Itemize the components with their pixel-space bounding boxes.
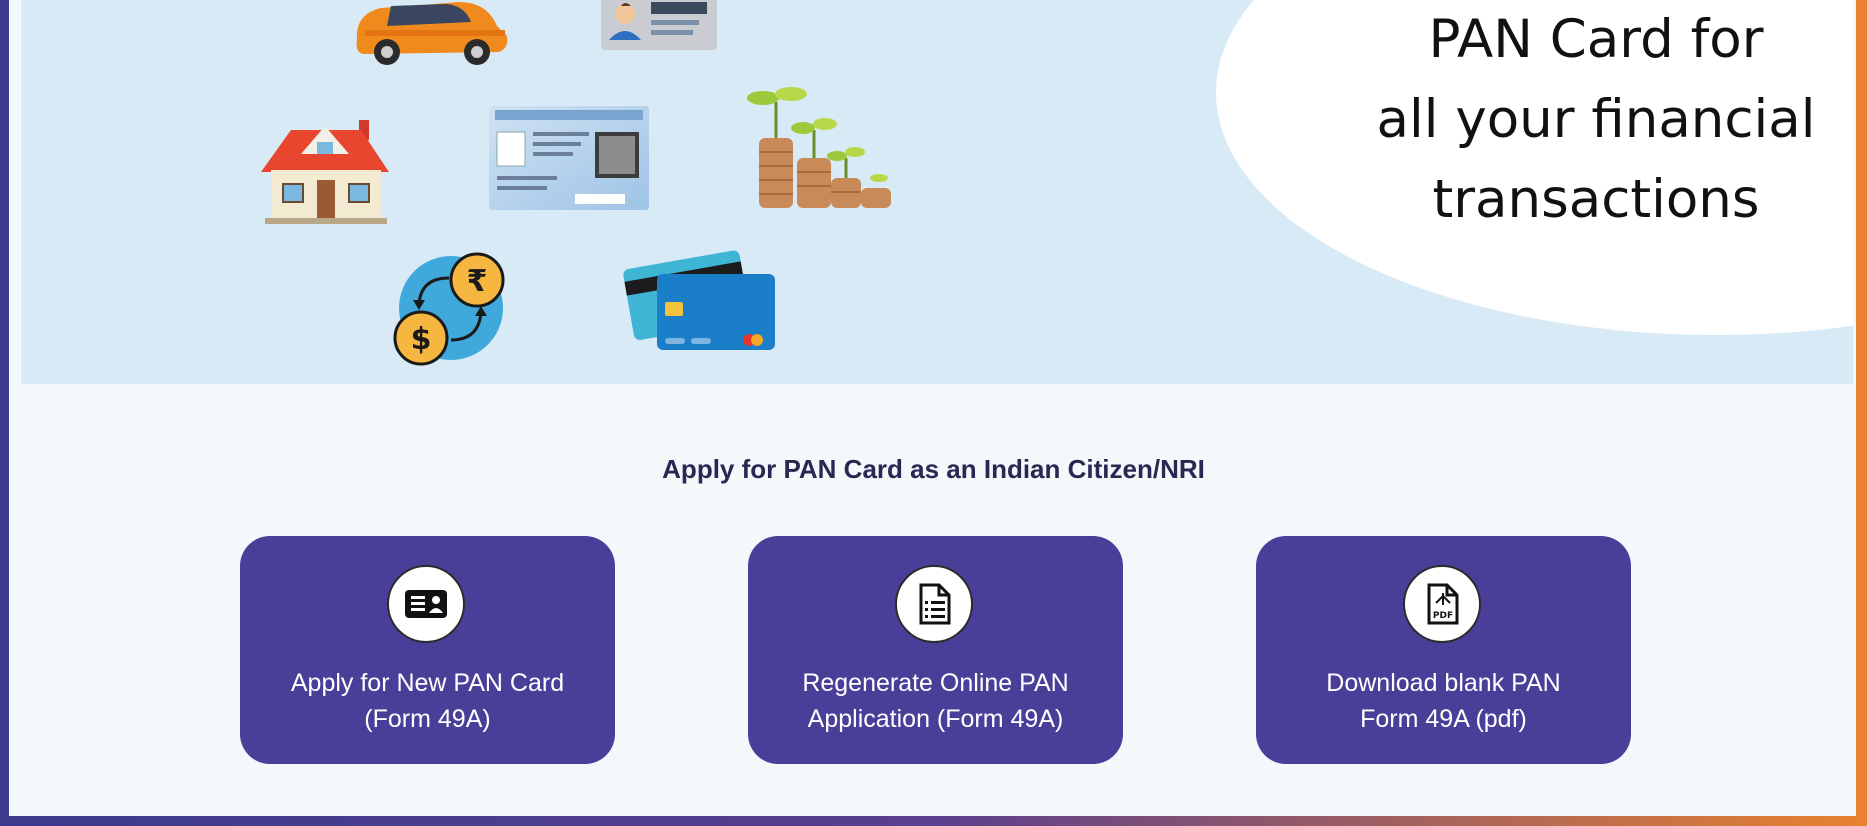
hero-heading: PAN Card for all your financial transact… bbox=[1261, 0, 1853, 240]
credit-cards-icon bbox=[623, 250, 775, 350]
regenerate-pan-label: Regenerate Online PAN Application (Form … bbox=[758, 665, 1113, 737]
regenerate-pan-button[interactable]: Regenerate Online PAN Application (Form … bbox=[748, 536, 1123, 764]
download-blank-pan-button[interactable]: PDF Download blank PAN Form 49A (pdf) bbox=[1256, 536, 1631, 764]
car-icon bbox=[356, 2, 508, 65]
hero-line-3: transactions bbox=[1432, 169, 1760, 230]
document-icon-badge bbox=[895, 565, 973, 643]
regenerate-pan-line-2: Application (Form 49A) bbox=[807, 705, 1064, 733]
hero-banner: PAN Card for all your financial transact… bbox=[21, 0, 1853, 384]
currency-exchange-icon: ₹ $ bbox=[393, 252, 505, 366]
id-card-illustration bbox=[601, 0, 717, 50]
apply-new-pan-line-1: Apply for New PAN Card bbox=[290, 669, 565, 697]
section-title: Apply for PAN Card as an Indian Citizen/… bbox=[662, 454, 1205, 484]
coins-plant-icon bbox=[747, 87, 891, 208]
id-card-icon bbox=[405, 590, 447, 618]
regenerate-pan-line-1: Regenerate Online PAN bbox=[802, 669, 1069, 697]
page-content: PAN Card for all your financial transact… bbox=[9, 0, 1856, 816]
download-blank-pan-label: Download blank PAN Form 49A (pdf) bbox=[1266, 665, 1621, 737]
svg-text:$: $ bbox=[411, 322, 432, 357]
download-blank-pan-line-2: Form 49A (pdf) bbox=[1360, 705, 1527, 733]
apply-new-pan-label: Apply for New PAN Card (Form 49A) bbox=[250, 665, 605, 737]
apply-new-pan-line-2: (Form 49A) bbox=[364, 705, 491, 733]
download-blank-pan-line-1: Download blank PAN bbox=[1326, 669, 1561, 697]
svg-text:₹: ₹ bbox=[467, 264, 488, 299]
pdf-icon: PDF bbox=[1427, 583, 1459, 625]
pan-card-illustration bbox=[489, 106, 649, 210]
id-card-icon-badge bbox=[387, 565, 465, 643]
svg-text:PDF: PDF bbox=[1433, 611, 1453, 621]
hero-line-2: all your financial bbox=[1376, 89, 1816, 150]
pdf-icon-badge: PDF bbox=[1403, 565, 1481, 643]
document-icon bbox=[919, 583, 951, 625]
house-icon bbox=[261, 120, 389, 224]
apply-new-pan-button[interactable]: Apply for New PAN Card (Form 49A) bbox=[240, 536, 615, 764]
hero-line-1: PAN Card for bbox=[1428, 9, 1764, 70]
